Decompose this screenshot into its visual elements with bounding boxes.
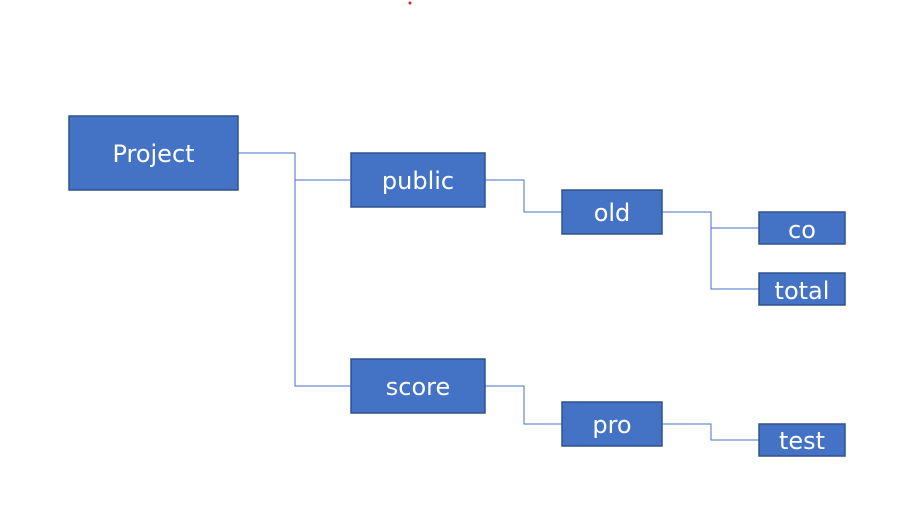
connector-pro-test bbox=[662, 423, 759, 441]
node-co[interactable]: co bbox=[758, 211, 846, 245]
node-total-box bbox=[758, 272, 846, 306]
node-old-box bbox=[561, 189, 663, 235]
connector-public-old bbox=[485, 179, 562, 213]
connector-old-co bbox=[662, 211, 759, 229]
node-project-label: Project bbox=[112, 140, 194, 168]
node-co-box bbox=[758, 211, 846, 245]
node-old[interactable]: old bbox=[561, 189, 663, 235]
node-score-box bbox=[350, 358, 486, 414]
connector-old-total bbox=[710, 228, 759, 290]
node-total[interactable]: total bbox=[758, 272, 846, 306]
connectors bbox=[238, 152, 759, 441]
node-pro-box bbox=[561, 401, 663, 447]
node-project[interactable]: Project bbox=[68, 115, 239, 191]
node-test[interactable]: test bbox=[758, 423, 846, 457]
node-pro-label: pro bbox=[592, 411, 631, 439]
node-score-label: score bbox=[386, 373, 451, 401]
node-public-box bbox=[350, 152, 486, 208]
marker-dot bbox=[408, 1, 412, 5]
node-total-label: total bbox=[775, 277, 830, 305]
node-project-box bbox=[68, 115, 239, 191]
node-public[interactable]: public bbox=[350, 152, 486, 208]
node-test-box bbox=[758, 423, 846, 457]
node-test-label: test bbox=[779, 427, 825, 455]
node-old-label: old bbox=[594, 199, 631, 227]
node-pro[interactable]: pro bbox=[561, 401, 663, 447]
node-public-label: public bbox=[382, 167, 454, 195]
connector-score-pro bbox=[485, 385, 562, 425]
connector-project-score bbox=[294, 180, 350, 387]
node-score[interactable]: score bbox=[350, 358, 486, 414]
connector-project-public bbox=[238, 152, 350, 181]
node-co-label: co bbox=[788, 216, 816, 244]
